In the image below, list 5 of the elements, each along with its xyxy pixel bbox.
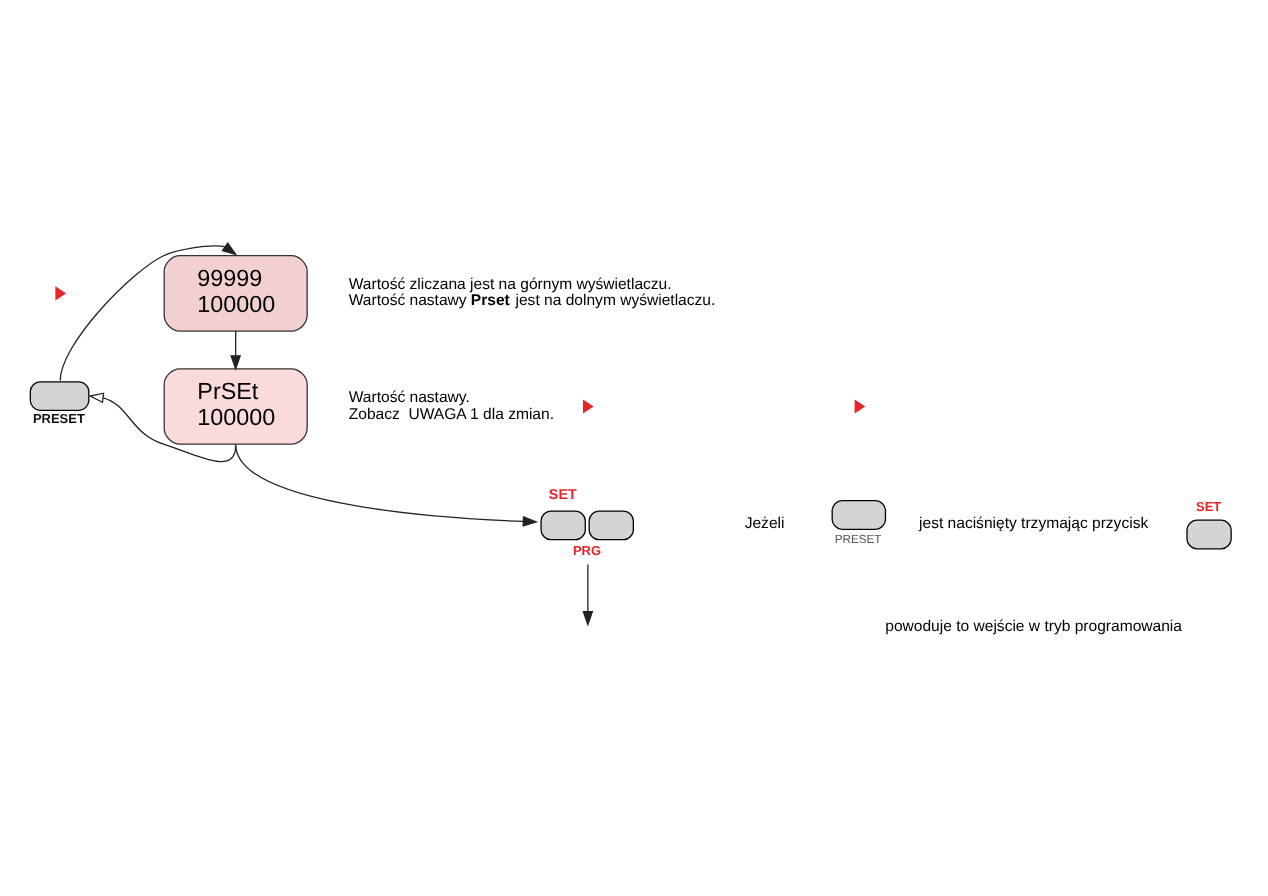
arrow <box>235 443 539 527</box>
arrow <box>59 242 238 382</box>
arrow <box>230 330 242 371</box>
arrow <box>88 392 237 463</box>
arrow <box>582 563 594 627</box>
